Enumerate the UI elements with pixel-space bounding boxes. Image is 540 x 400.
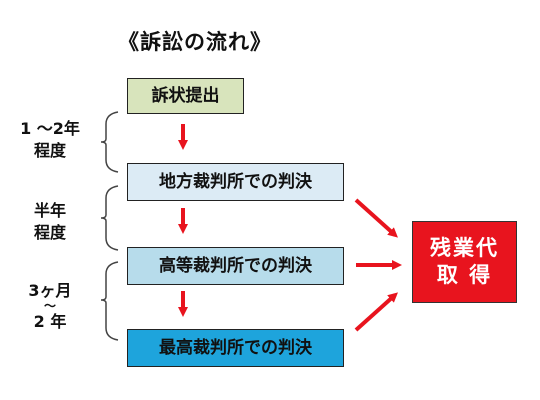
bracket-period-2	[100, 185, 119, 251]
period-1-duration: 1 ～2年	[20, 119, 80, 138]
period-3-end: 2 年	[33, 312, 67, 332]
period-label-2: 半年 程度	[10, 200, 90, 243]
period-3-start: 3ヶ月	[28, 281, 72, 300]
bracket-period-1	[100, 111, 119, 173]
period-label-3: 3ヶ月 ～ 2 年	[10, 280, 90, 333]
period-1-suffix: 程度	[33, 140, 66, 160]
period-3-wave-dash: ～	[43, 298, 56, 313]
result-label-line1: 残業代	[430, 235, 499, 260]
arrow-supreme-to-result	[354, 292, 398, 332]
result-label-line2: 取 得	[436, 263, 493, 287]
period-2-suffix: 程度	[33, 222, 66, 242]
step-filing-box: 訴状提出	[127, 78, 244, 114]
step-high-court-box: 高等裁判所での判決	[127, 247, 344, 285]
period-label-1: 1 ～2年 程度	[10, 118, 90, 161]
arrow-district-to-result	[354, 198, 398, 238]
diagram-title: 《訴訟の流れ》	[118, 30, 272, 54]
result-box: 残業代 取 得	[412, 221, 517, 303]
step-district-court-box: 地方裁判所での判決	[127, 163, 344, 201]
period-2-duration: 半年	[33, 201, 66, 220]
bracket-period-3	[100, 261, 119, 341]
step-supreme-court-box: 最高裁判所での判決	[127, 329, 344, 367]
